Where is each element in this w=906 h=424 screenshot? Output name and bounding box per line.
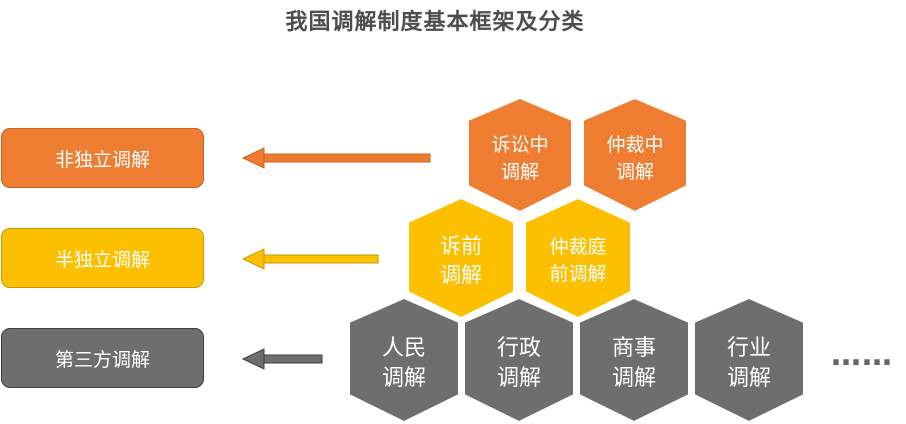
hexagon-industry-mediation: 行业 调解 <box>693 296 805 424</box>
hexagon-litigation-mediation: 诉讼中 调解 <box>467 96 573 214</box>
svg-text:行业: 行业 <box>727 336 771 361</box>
hexagon-pre-litigation-mediation: 诉前 调解 <box>407 196 515 320</box>
hexagon-administrative-mediation: 行政 调解 <box>463 296 575 424</box>
more-ellipsis: …… <box>831 338 893 373</box>
svg-text:调解: 调解 <box>501 161 539 183</box>
category-box-third-party: 第三方调解 <box>1 328 204 388</box>
diagram-title: 我国调解制度基本框架及分类 <box>285 10 585 35</box>
svg-text:调解: 调解 <box>440 263 482 287</box>
category-box-non-independent: 非独立调解 <box>1 128 204 188</box>
svg-text:仲裁中: 仲裁中 <box>606 134 663 156</box>
svg-text:调解: 调解 <box>612 366 656 391</box>
hexagon-arbitration-mediation: 仲裁中 调解 <box>582 96 688 214</box>
svg-text:调解: 调解 <box>497 366 541 391</box>
svg-text:诉讼中: 诉讼中 <box>491 134 548 156</box>
arrow-third-party <box>241 348 323 370</box>
hexagon-commercial-mediation: 商事 调解 <box>578 296 690 424</box>
hexagon-pre-arbitration-mediation: 仲裁庭 前调解 <box>524 196 632 320</box>
svg-text:前调解: 前调解 <box>549 263 606 285</box>
arrow-semi-independent <box>241 248 379 270</box>
svg-text:诉前: 诉前 <box>440 234 482 258</box>
svg-text:商事: 商事 <box>612 336 656 361</box>
svg-text:调解: 调解 <box>727 366 771 391</box>
category-box-semi-independent: 半独立调解 <box>1 228 204 288</box>
hexagon-peoples-mediation: 人民 调解 <box>348 296 460 424</box>
svg-text:人民: 人民 <box>382 336 426 361</box>
svg-text:行政: 行政 <box>497 336 541 361</box>
svg-text:仲裁庭: 仲裁庭 <box>549 236 606 258</box>
arrow-non-independent <box>241 147 431 169</box>
svg-text:调解: 调解 <box>382 366 426 391</box>
svg-text:调解: 调解 <box>616 161 654 183</box>
